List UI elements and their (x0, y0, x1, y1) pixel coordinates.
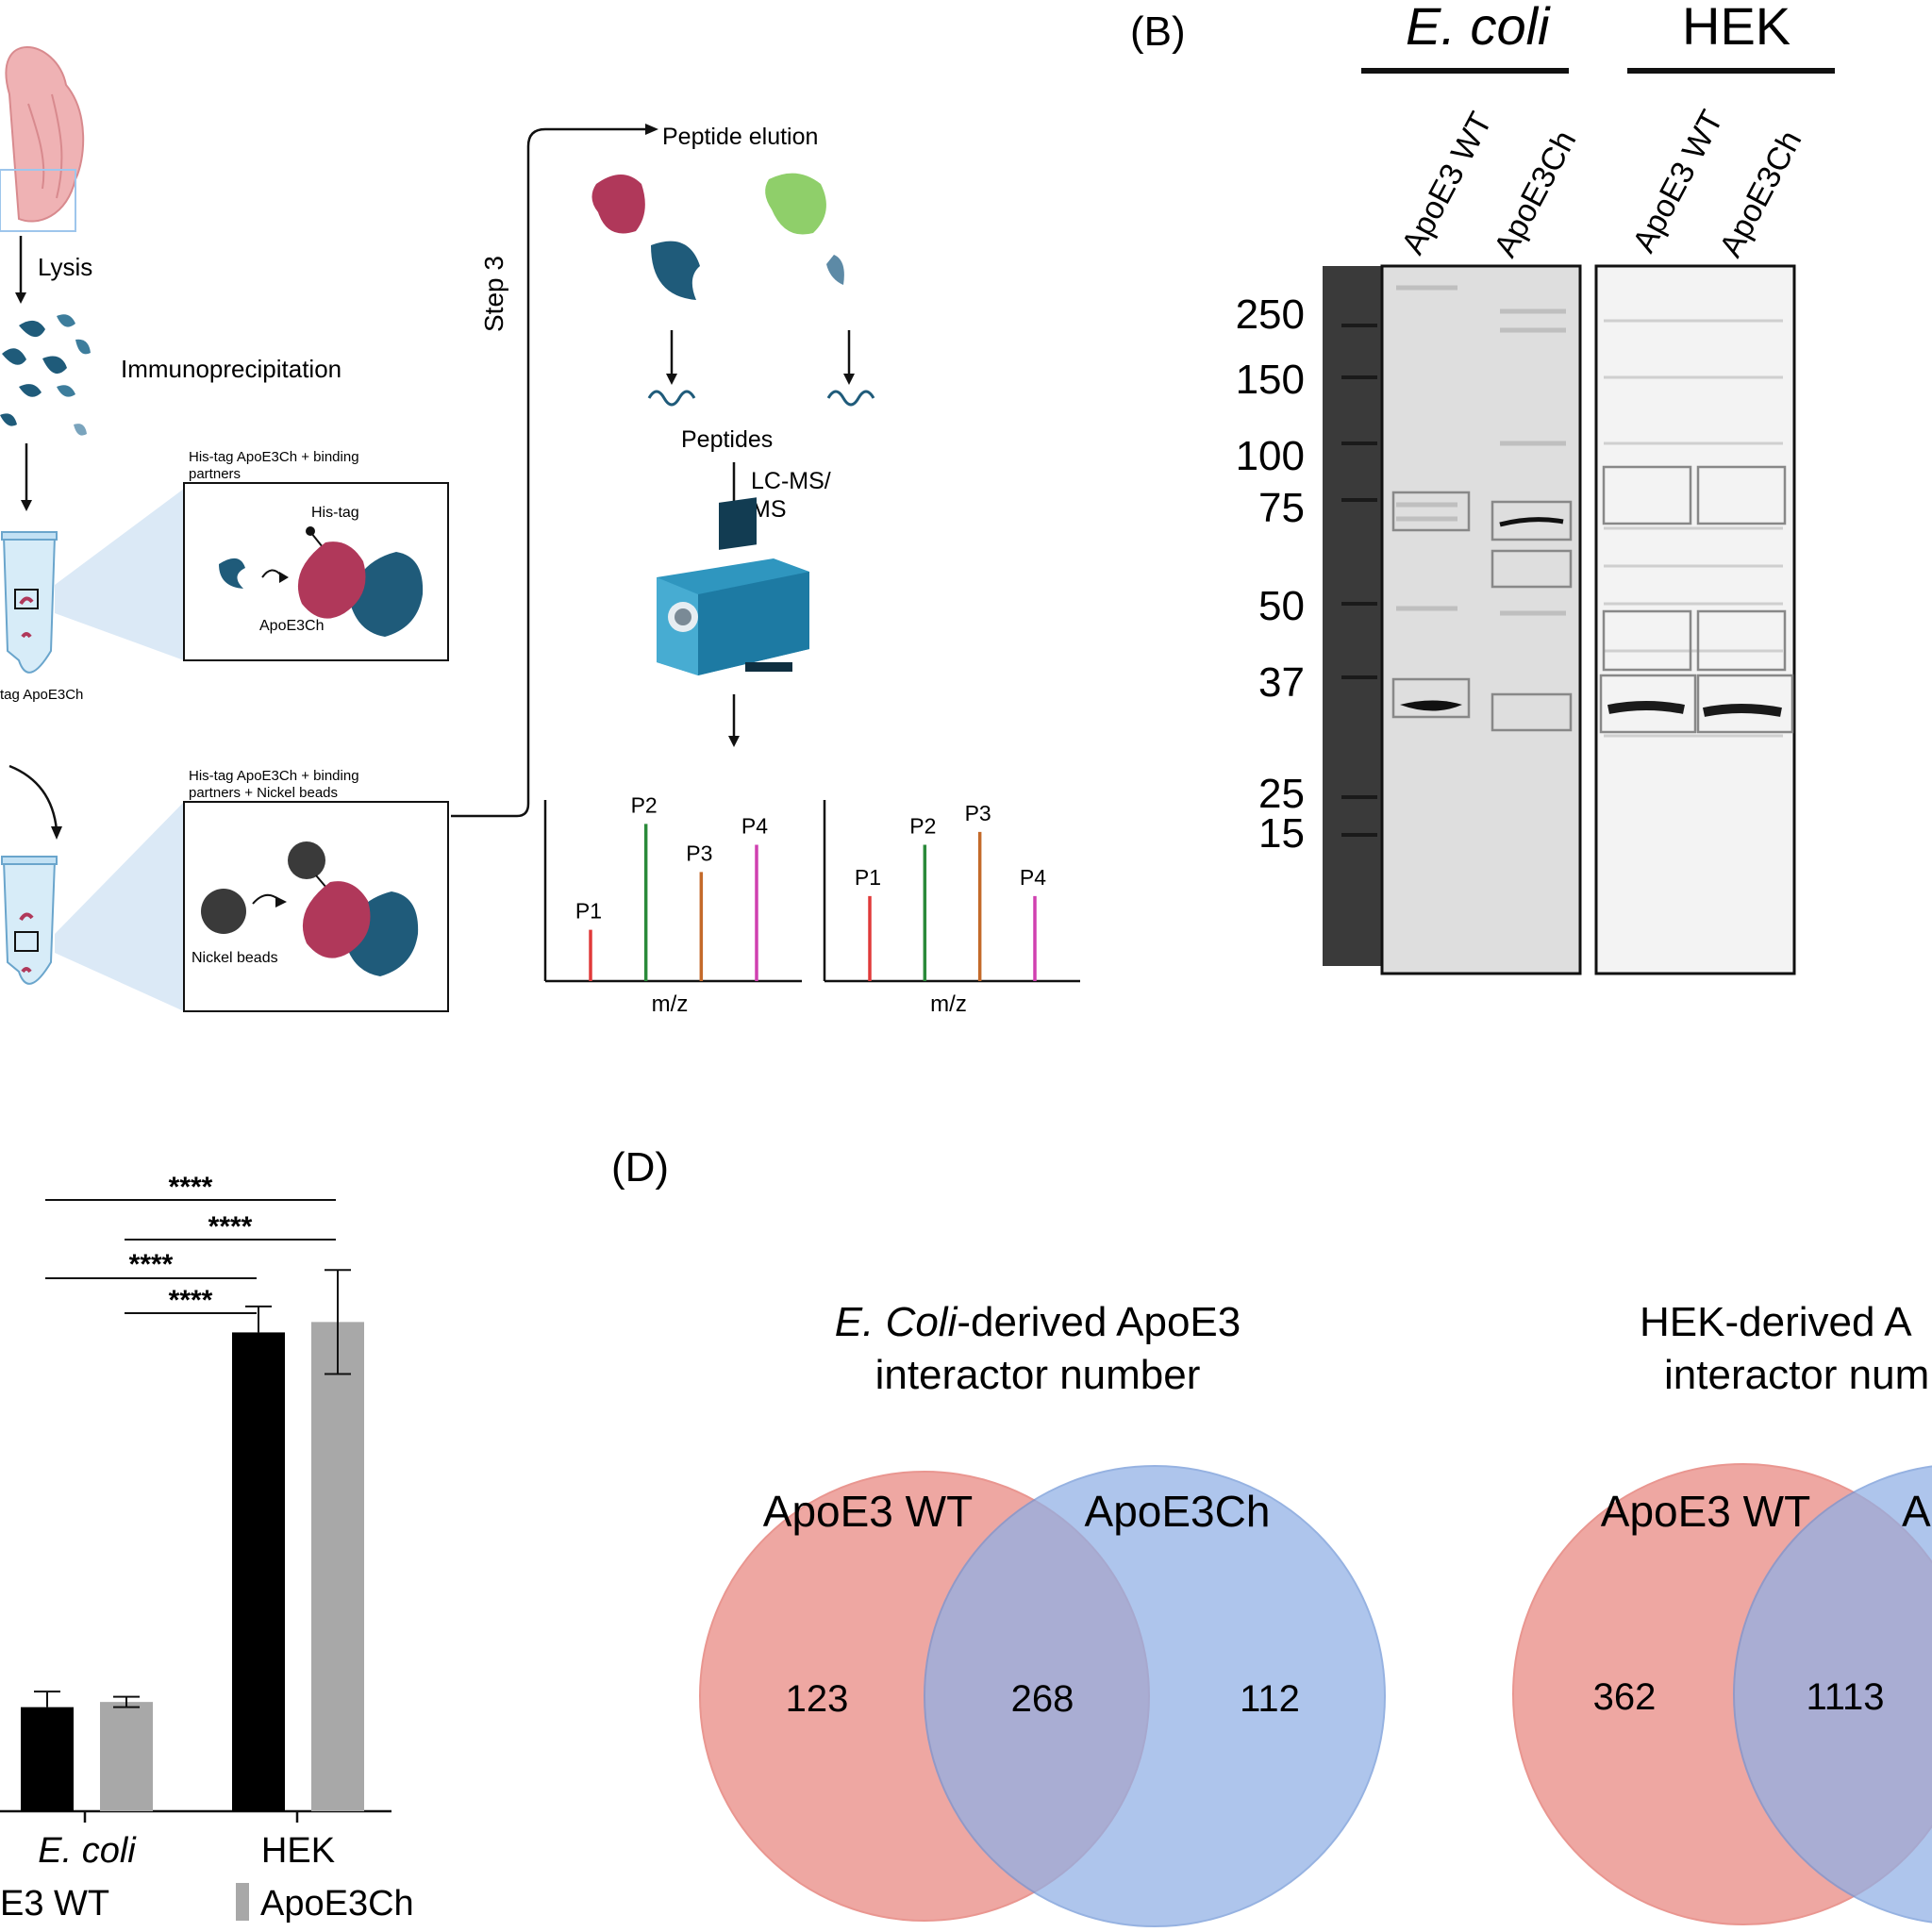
gel-ecoli (1380, 264, 1582, 975)
marker-label-150: 150 (1236, 357, 1305, 403)
peptide-wave-1 (647, 390, 696, 407)
marker-label-75: 75 (1258, 485, 1305, 531)
venn1-label-ch: ApoE3Ch (1085, 1487, 1271, 1536)
box1-caption-2: partners (189, 466, 241, 482)
panel-c: **** **** **** **** E. coli HEK E3 WT Ap… (0, 1172, 414, 1924)
bar-ch-hek (311, 1322, 364, 1811)
spectrum-1-xlabel: m/z (652, 991, 689, 1017)
significance-1: **** (169, 1172, 213, 1203)
significance-3: **** (129, 1249, 174, 1280)
peptides-label: Peptides (681, 426, 773, 453)
spectrum-2-peak-label-1: P1 (855, 865, 881, 890)
peptide-wave-2 (826, 390, 875, 407)
venn2-count-overlap: 1113 (1806, 1676, 1884, 1718)
marker-label-250: 250 (1236, 291, 1305, 338)
venn1-label-wt: ApoE3 WT (763, 1487, 973, 1536)
his-tag-label: His-tag (311, 505, 359, 521)
marker-label-25: 25 (1258, 771, 1305, 817)
category-hek: HEK (261, 1831, 335, 1871)
significance-brackets: **** **** **** **** (45, 1172, 336, 1316)
legend-ch-label: ApoE3Ch (260, 1884, 414, 1924)
tube-1 (1, 531, 58, 674)
apoe3ch-label: ApoE3Ch (259, 618, 325, 634)
step3-label: Step 3 (479, 256, 508, 332)
apoe3ch-protein (297, 541, 366, 619)
nickel-beads-label: Nickel beads (192, 950, 278, 966)
legend-wt-label: E3 WT (0, 1884, 109, 1924)
band-37-hek-wt (1607, 701, 1685, 714)
lane-label-2: ApoE3Ch (1488, 125, 1584, 262)
venn2-label-ch: A (1902, 1487, 1931, 1536)
panel-b: (B) E. coli HEK ApoE3 WT ApoE3Ch ApoE3 W… (1130, 0, 1835, 975)
spectrum-1-peak-label-2: P2 (631, 792, 658, 817)
peptide-elution-label: Peptide elution (662, 124, 818, 150)
panel-b-label: (B) (1130, 8, 1186, 55)
band-37-wt (1400, 700, 1462, 711)
venn1-circle-ch (924, 1465, 1386, 1927)
venn2-title-line1: HEK-derived A (1640, 1299, 1912, 1345)
panel-d: (D) E. Coli-derived ApoE3 interactor num… (611, 1144, 1932, 1927)
immunoprecipitation-label: Immunoprecipitation (121, 355, 341, 383)
marker-label-15: 15 (1258, 810, 1305, 857)
venn1-title-line2: interactor number (875, 1352, 1201, 1398)
venn2-label-wt: ApoE3 WT (1601, 1487, 1810, 1536)
bar-chart (0, 1269, 391, 1823)
lcms-label-1: LC-MS/ (751, 468, 831, 494)
spectrum-2-peak-label-3: P3 (965, 801, 991, 825)
box2-caption-2: partners + Nickel beads (189, 785, 338, 801)
gel-group-hek: HEK (1682, 0, 1790, 56)
band-75-ch (1499, 517, 1564, 527)
venn1-count-ch-only: 112 (1240, 1678, 1300, 1720)
nickel-bead-icon (201, 889, 246, 934)
bar-wt-hek (232, 1332, 285, 1811)
venn2-title-line2: interactor num (1664, 1352, 1929, 1398)
tube-2 (1, 856, 58, 985)
venn1-title-line1: E. Coli-derived ApoE3 (835, 1299, 1241, 1345)
gel-group-ecoli: E. coli (1406, 0, 1551, 56)
band-37-hek-ch (1702, 704, 1782, 717)
marker-label-50: 50 (1258, 583, 1305, 629)
category-ecoli: E. coli (38, 1831, 137, 1871)
venn2-circle-ch (1733, 1465, 1932, 1924)
eluted-protein-red (591, 175, 645, 234)
significance-2: **** (208, 1211, 253, 1242)
spectrum-1-peak-label-4: P4 (741, 814, 768, 839)
venn2-count-wt-only: 362 (1593, 1676, 1657, 1718)
ladder-lane (1323, 266, 1381, 966)
eluted-protein-green (765, 173, 826, 235)
bar-wt-ecoli (21, 1707, 74, 1811)
spectrum-2-xlabel: m/z (930, 991, 967, 1017)
significance-4: **** (169, 1285, 213, 1316)
lysate-fragments (0, 314, 91, 436)
bar-ch-ecoli (100, 1702, 153, 1811)
spectrum-1-peak-label-3: P3 (686, 841, 712, 865)
band-box (1391, 491, 1471, 532)
step3-connector (451, 127, 647, 818)
binding-partner-shape (219, 558, 245, 589)
mass-spectrometer-icon (657, 497, 809, 675)
lane-label-3: ApoE3 WT (1626, 105, 1731, 258)
venn1-count-wt-only: 123 (786, 1678, 849, 1720)
panel-a: Lysis Immunoprecipitation tag ApoE3Ch (0, 46, 1080, 1017)
spectrum-1-peak-label-1: P1 (575, 899, 602, 924)
marker-label-37: 37 (1258, 659, 1305, 706)
legend-ch-swatch (236, 1883, 249, 1921)
lcms-label-2: MS (751, 496, 787, 523)
tube-1-label: tag ApoE3Ch (0, 687, 83, 703)
box2-caption-1: His-tag ApoE3Ch + binding (189, 768, 359, 784)
venn1-count-overlap: 268 (1011, 1678, 1074, 1720)
spectrum-2-peak-label-4: P4 (1020, 865, 1046, 890)
gel-hek (1594, 264, 1796, 975)
spectrum-2-peak-label-2: P2 (909, 814, 936, 839)
lane-label-4: ApoE3Ch (1713, 125, 1809, 262)
brain-icon (0, 46, 85, 232)
lysis-label: Lysis (38, 253, 92, 281)
box1-caption-1: His-tag ApoE3Ch + binding (189, 449, 359, 465)
marker-label-100: 100 (1236, 433, 1305, 479)
lane-label-1: ApoE3 WT (1395, 107, 1500, 260)
panel-d-label: (D) (611, 1144, 669, 1191)
